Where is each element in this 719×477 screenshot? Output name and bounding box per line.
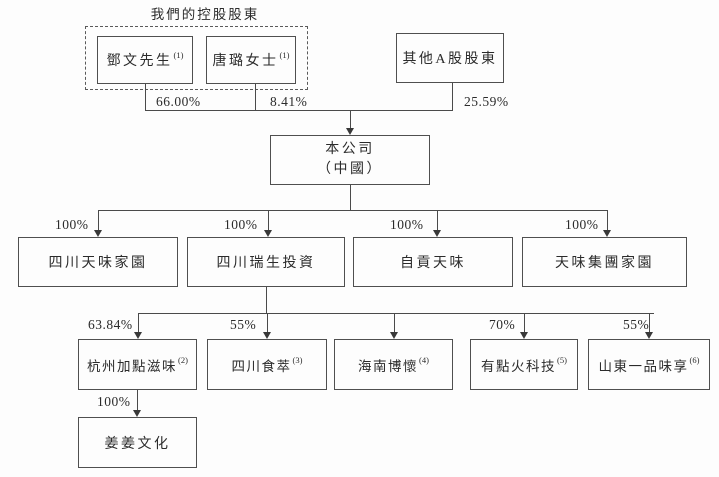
connector-line	[138, 313, 654, 314]
node-label: 自貢天味	[400, 256, 466, 271]
connector-line	[607, 210, 608, 230]
connector-line	[98, 210, 99, 230]
node-label: 四川瑞生投資	[216, 256, 316, 271]
node-tang-lu: 唐璐女士(1)	[206, 36, 296, 84]
node-sichuan-shicui: 四川食萃(3)	[207, 339, 327, 390]
connector-line	[98, 210, 608, 211]
connector-line	[524, 313, 525, 332]
arrowhead	[645, 332, 653, 339]
connector-line	[145, 84, 146, 110]
connector-line	[145, 110, 453, 111]
node-label: 杭州加點滋味	[87, 358, 178, 374]
connector-line	[268, 210, 269, 230]
node-label: 姜姜文化	[104, 436, 171, 452]
node-zigong-tianwei: 自貢天味	[353, 237, 513, 287]
node-hangzhou-jiadian-ziwei: 杭州加點滋味(2)	[78, 339, 197, 390]
node-sichuan-tianwei-jiayuan: 四川天味家園	[18, 237, 178, 287]
connector-line	[267, 313, 268, 332]
arrowhead	[433, 230, 441, 237]
node-jiangjiang-culture: 姜姜文化	[78, 417, 197, 468]
ownership-pct-tianwei-group-jiayuan: 100%	[565, 217, 599, 232]
footnote-marker: (5)	[557, 354, 567, 365]
company-region: （中國）	[317, 162, 383, 177]
node-label: 鄧文先生	[106, 54, 173, 69]
ownership-pct-sichuan-shicui: 55%	[230, 317, 257, 332]
connector-line	[137, 390, 138, 410]
node-shandong-yipin-weixiang: 山東一品味享(6)	[588, 339, 710, 390]
arrowhead	[133, 410, 141, 417]
footnote-marker: (4)	[419, 354, 429, 365]
connector-line	[452, 83, 453, 110]
connector-line	[138, 313, 139, 332]
ownership-pct-other-a: 25.59%	[464, 94, 509, 109]
ownership-pct-tang-lu: 8.41%	[270, 94, 308, 109]
footnote-marker: (3)	[292, 354, 303, 365]
ownership-pct-youdianhuo: 70%	[489, 317, 516, 332]
ownership-pct-zigong-tianwei: 100%	[390, 217, 424, 232]
arrowhead	[94, 230, 102, 237]
connector-line	[394, 313, 395, 332]
ownership-pct-hangzhou-jiadian: 63.84%	[88, 317, 133, 332]
connector-line	[255, 84, 256, 110]
node-label: 四川天味家園	[48, 256, 148, 271]
ownership-pct-deng-wen: 66.00%	[156, 94, 201, 109]
node-sichuan-ruisheng-investment: 四川瑞生投資	[187, 237, 345, 287]
arrowhead	[520, 332, 528, 339]
controlling-shareholders-group	[85, 26, 308, 90]
footnote-marker: (1)	[173, 50, 184, 60]
node-label: 天味集團家園	[555, 256, 654, 271]
node-label: 四川食萃	[231, 358, 292, 374]
arrowhead	[134, 332, 142, 339]
footnote-marker: (2)	[178, 354, 188, 365]
arrowhead	[390, 332, 398, 339]
arrowhead	[603, 230, 611, 237]
connector-line	[649, 313, 650, 332]
node-youdianhuo-technology: 有點火科技(5)	[470, 339, 578, 390]
controlling-shareholders-heading: 我們的控股股東	[150, 7, 260, 22]
arrowhead	[264, 230, 272, 237]
arrowhead	[263, 332, 271, 339]
node-label: 海南博懷	[358, 358, 419, 374]
node-company: 本公司 （中國）	[270, 135, 430, 185]
ownership-pct-sichuan-ruisheng: 100%	[224, 217, 258, 232]
connector-line	[266, 287, 267, 313]
node-deng-wen: 鄧文先生(1)	[97, 36, 193, 84]
ownership-pct-shandong-yipin: 55%	[623, 317, 650, 332]
node-label: 山東一品味享	[598, 358, 689, 374]
ownership-pct-jiangjiang-culture: 100%	[97, 394, 131, 409]
connector-line	[350, 185, 351, 210]
connector-line	[350, 110, 351, 129]
company-name: 本公司	[325, 142, 375, 158]
footnote-marker: (1)	[279, 50, 290, 60]
node-tianwei-group-jiayuan: 天味集團家園	[522, 237, 687, 287]
connector-line	[437, 210, 438, 230]
footnote-marker: (6)	[689, 354, 700, 365]
node-label: 有點火科技	[481, 358, 557, 374]
node-hainan-bohuai: 海南博懷(4)	[334, 339, 453, 390]
arrowhead	[346, 128, 354, 135]
node-other-a-shareholders: 其他A股股東	[396, 33, 504, 83]
ownership-pct-sichuan-tianwei-jiayuan: 100%	[55, 217, 89, 232]
node-label: 其他A股股東	[402, 52, 498, 67]
node-label: 唐璐女士	[212, 54, 279, 69]
